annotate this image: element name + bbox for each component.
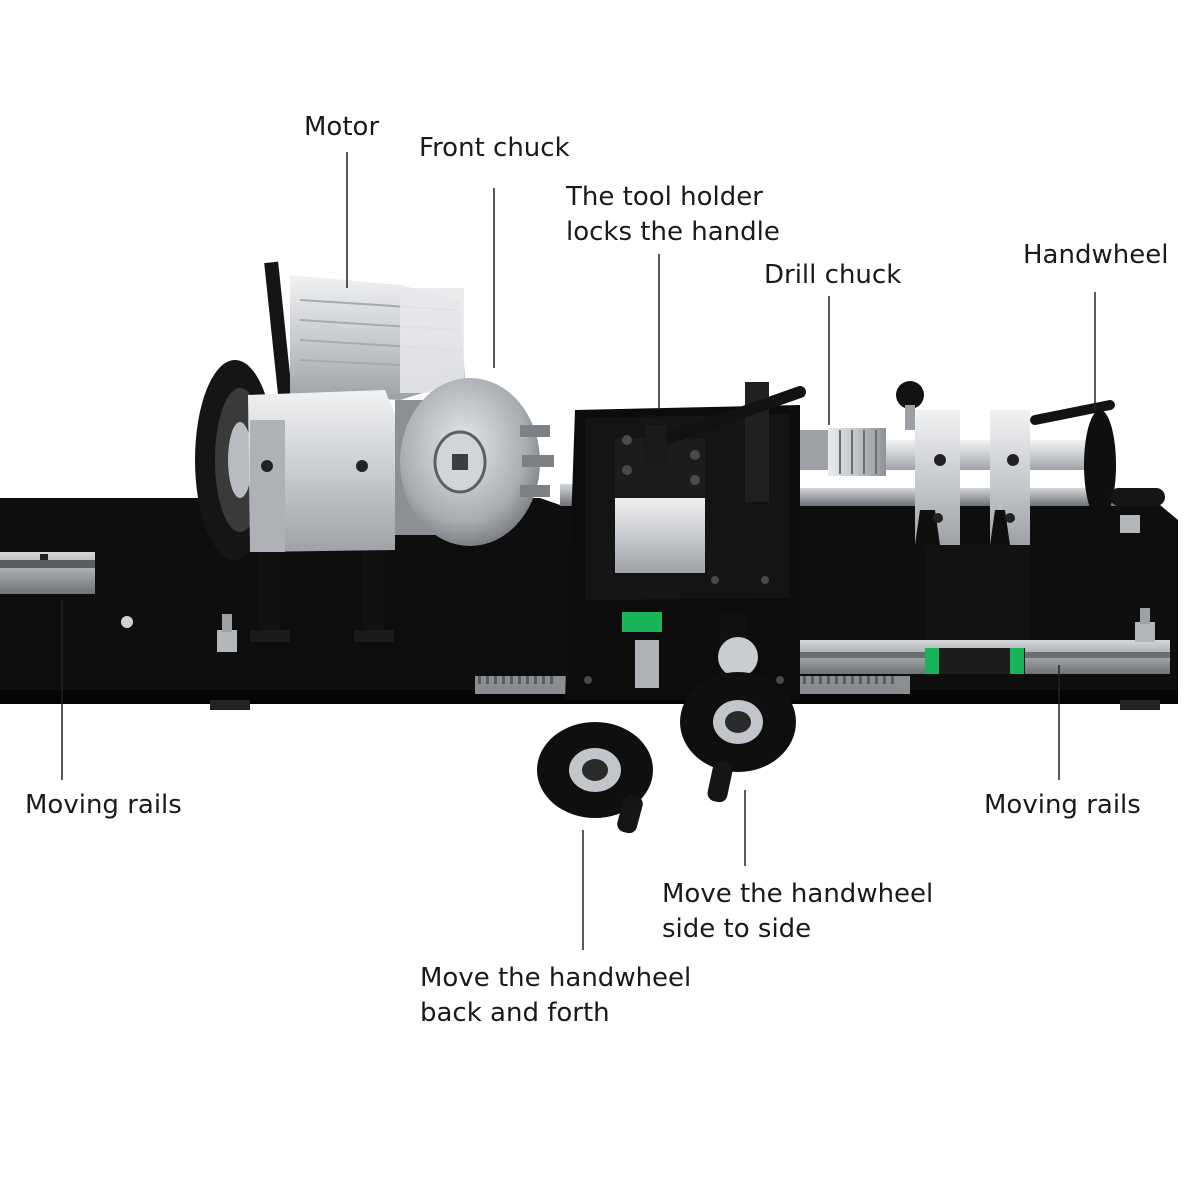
label-front-chuck-text: Front chuck <box>419 133 570 163</box>
label-handwheel-back: Move the handwheel back and forth <box>420 961 691 1031</box>
label-moving-rails-left-text: Moving rails <box>25 790 182 820</box>
label-tool-holder-line-1: The tool holder <box>566 182 763 212</box>
handwheel-back-and-forth <box>537 722 653 834</box>
label-handwheel: Handwheel <box>1023 238 1168 273</box>
drill-chuck <box>800 428 886 476</box>
label-tool-holder-line-2: locks the handle <box>566 217 780 247</box>
label-front-chuck: Front chuck <box>419 131 570 166</box>
label-handwheel-back-line-2: back and forth <box>420 998 610 1028</box>
right-moving-rail <box>800 640 1170 674</box>
tailstock <box>886 381 1086 640</box>
front-chuck <box>395 378 554 546</box>
label-motor-text: Motor <box>304 112 380 142</box>
motor-assembly <box>264 261 465 413</box>
gear-rack <box>475 676 910 694</box>
left-moving-rail <box>0 552 95 594</box>
label-handwheel-back-line-1: Move the handwheel <box>420 963 692 993</box>
label-motor: Motor <box>304 110 379 145</box>
headstock-block <box>248 390 395 552</box>
label-tool-holder: The tool holder locks the handle <box>566 180 780 250</box>
label-moving-rails-left: Moving rails <box>25 788 182 823</box>
label-drill-chuck: Drill chuck <box>764 258 901 293</box>
bed-bolts <box>121 515 1155 652</box>
headstock-legs <box>250 550 394 642</box>
tool-holder-handle <box>644 386 806 465</box>
tailstock-handwheel <box>1030 400 1165 520</box>
label-handwheel-side: Move the handwheel side to side <box>662 877 933 947</box>
handwheel-side-to-side <box>680 615 796 803</box>
label-handwheel-text: Handwheel <box>1023 240 1169 270</box>
label-handwheel-side-line-2: side to side <box>662 914 812 944</box>
label-handwheel-side-line-1: Move the handwheel <box>662 879 934 909</box>
leader-lines <box>61 152 1096 950</box>
label-moving-rails-right: Moving rails <box>984 788 1141 823</box>
label-drill-chuck-text: Drill chuck <box>764 260 902 290</box>
label-moving-rails-right-text: Moving rails <box>984 790 1141 820</box>
rear-rail-right <box>800 488 1130 506</box>
